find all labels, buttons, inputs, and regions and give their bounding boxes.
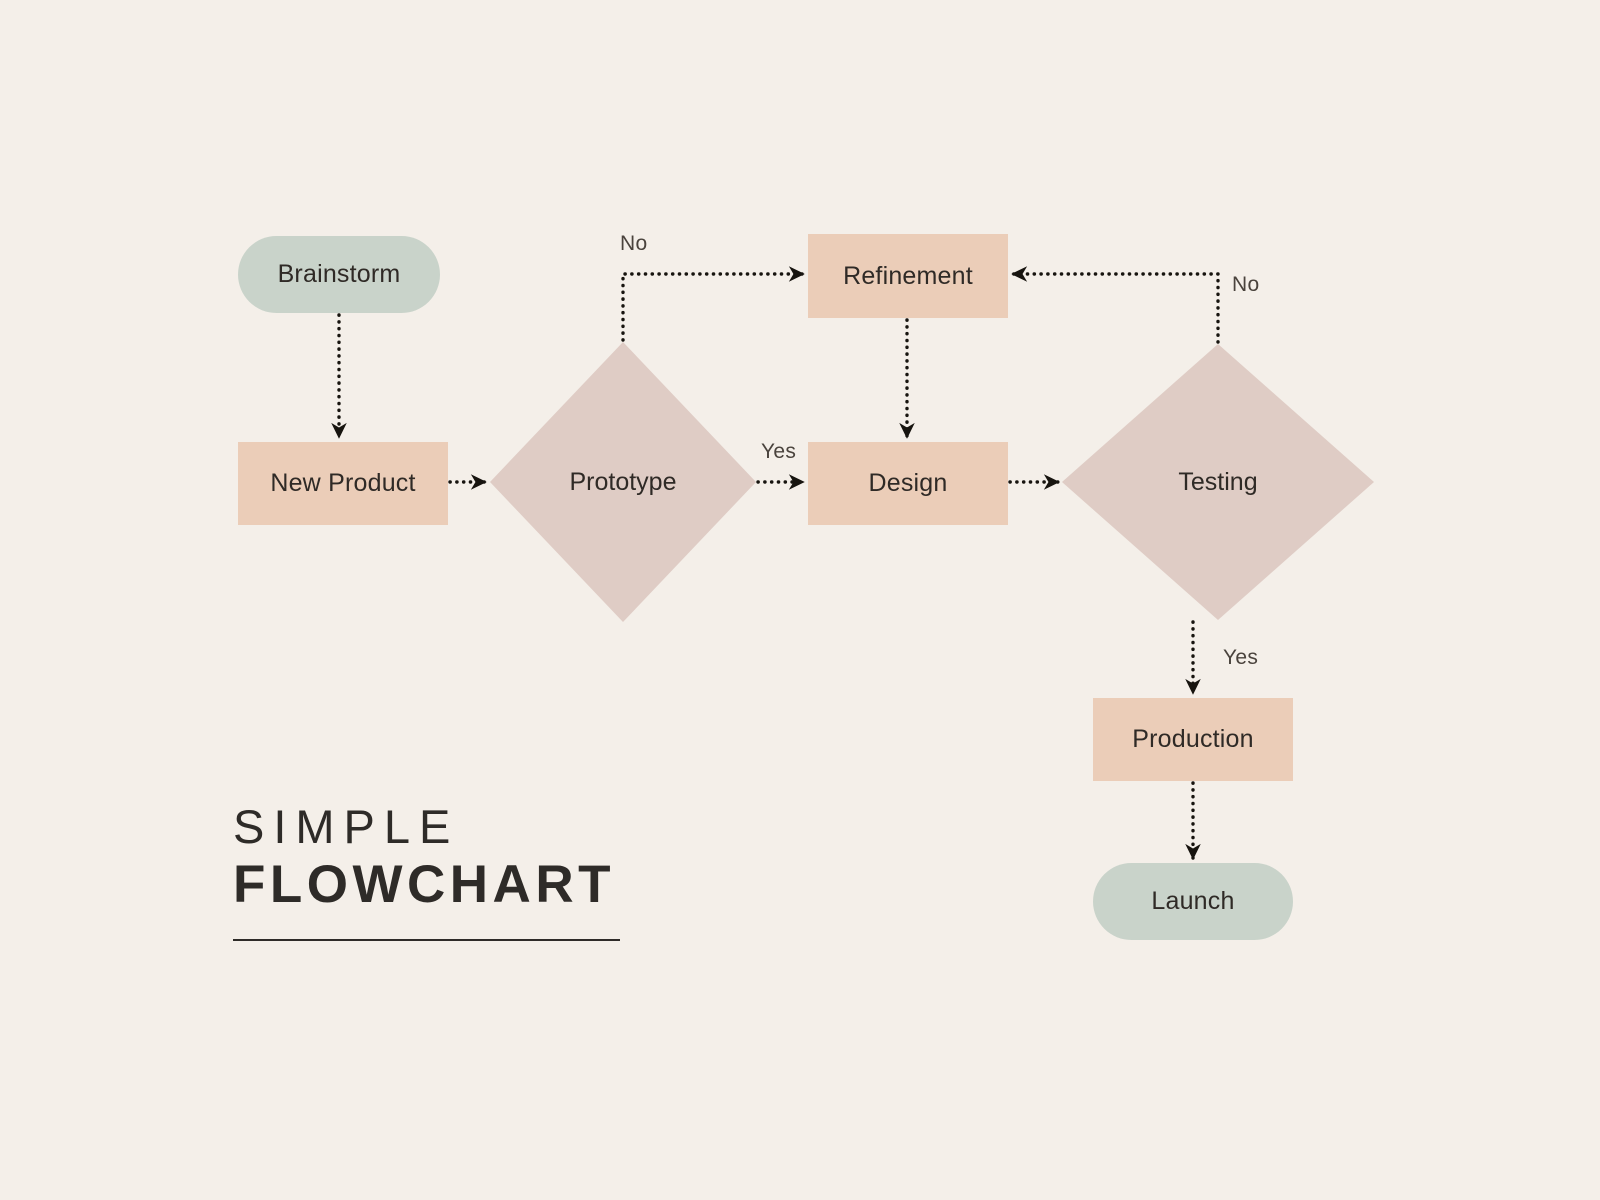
node-design-label: Design [868,469,948,497]
node-launch[interactable]: Launch [1093,863,1293,940]
node-production-label: Production [1132,725,1254,753]
title-underline-rule [233,938,620,941]
node-refinement-label: Refinement [843,261,973,290]
node-refinement[interactable]: Refinement [808,234,1008,318]
edge-label-testing-yes: Yes [1223,646,1259,669]
edge-prototype-to-refinement [621,266,805,342]
edge-label-prototype-yes: Yes [761,440,797,463]
title-line-simple: SIMPLE [233,800,460,853]
testing-diamond-shape [1062,344,1374,620]
edge-label-testing-no: No [1232,273,1260,296]
node-prototype[interactable]: Prototype [490,342,756,622]
node-testing[interactable]: Testing [1062,344,1374,620]
node-brainstorm-label: Brainstorm [277,260,401,288]
node-new-product-label: New Product [270,469,416,497]
node-prototype-label: Prototype [569,467,677,496]
node-production[interactable]: Production [1093,698,1293,781]
edge-label-prototype-no: No [620,232,648,255]
node-design[interactable]: Design [808,442,1008,525]
node-testing-label: Testing [1178,467,1258,496]
edge-testing-to-refinement [1011,266,1220,344]
title-block: SIMPLE FLOWCHART [233,800,620,941]
prototype-diamond-shape [490,342,756,622]
node-brainstorm[interactable]: Brainstorm [238,236,440,313]
node-launch-label: Launch [1151,887,1235,915]
title-line-flowchart: FLOWCHART [233,854,615,914]
node-new-product[interactable]: New Product [238,442,448,525]
